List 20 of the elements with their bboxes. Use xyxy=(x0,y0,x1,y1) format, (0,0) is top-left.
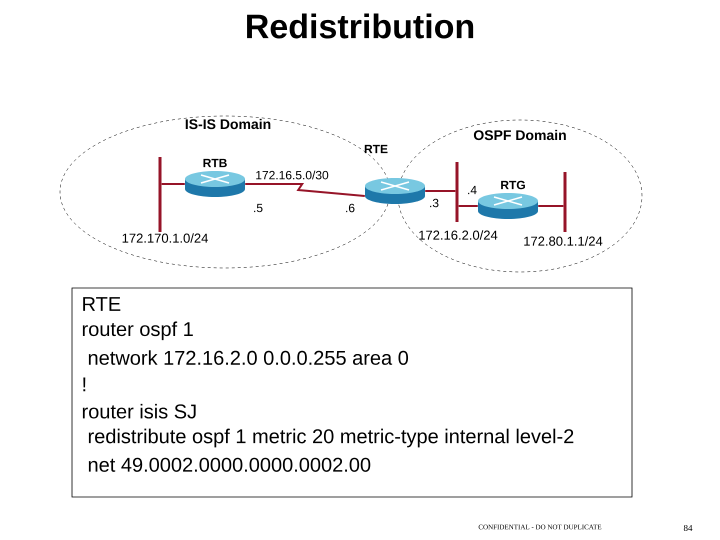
node-label: 172.80.1.1/24 xyxy=(524,236,602,246)
interface-label: .5 xyxy=(254,204,262,212)
interface-label: .3 xyxy=(430,198,438,208)
interface-label: .4 xyxy=(468,186,477,194)
title: Redistribution xyxy=(247,14,474,38)
ethernet-link xyxy=(538,205,564,207)
node-label: RTB xyxy=(203,158,227,168)
router: RTB xyxy=(185,158,245,197)
config-box: RTE router ospf 1 network 172.16.2.0 0.0.0.255 area 0 ! router isis SJ redistribute ospf 1 metric 20 metric-type internal level-2 net 49.0002.0000.0000.0002.00 xyxy=(72,288,632,498)
ethernet-link xyxy=(425,190,456,192)
node-label: 172.170.1.0/24 xyxy=(122,233,208,243)
ethernet-link xyxy=(162,183,185,185)
serial-link xyxy=(245,183,365,197)
node-label: RTG xyxy=(501,180,525,190)
edge-label: 172.16.5.0/30 xyxy=(256,170,328,180)
node-label: RTE xyxy=(364,144,388,154)
node-label: 172.16.2.0/24 xyxy=(419,230,498,240)
ethernet-link xyxy=(458,205,478,207)
interface-label: .6 xyxy=(346,204,354,212)
page-number: 84 xyxy=(684,524,692,532)
